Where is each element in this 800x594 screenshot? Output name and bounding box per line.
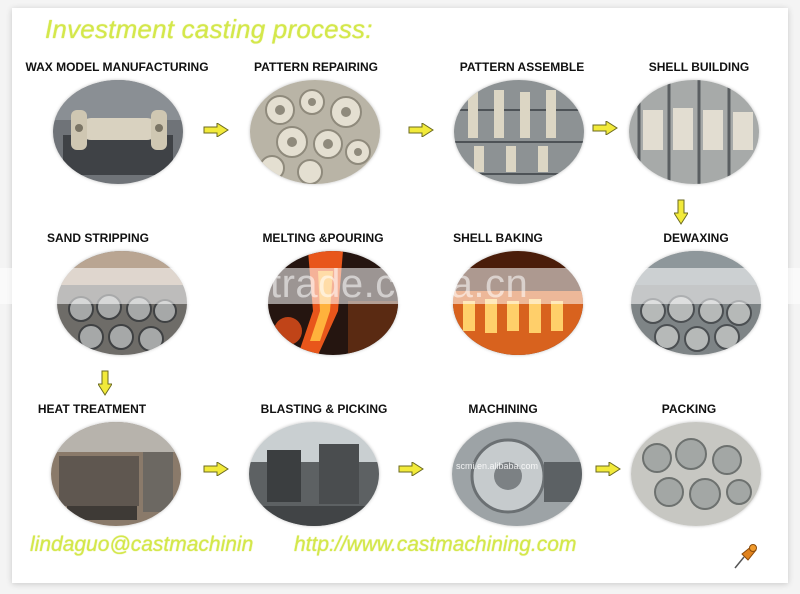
step-label-pattern-assemble: PATTERN ASSEMBLE <box>459 60 585 74</box>
arrow-right-icon <box>203 123 229 137</box>
photo-heat-treatment <box>51 422 181 526</box>
step-label-heat-treatment: HEAT TREATMENT <box>37 402 147 416</box>
step-label-sand-stripping: SAND STRIPPING <box>46 231 149 245</box>
step-label-melting-pouring: MELTING &POURING <box>262 231 384 245</box>
step-label-dewaxing: DEWAXING <box>663 231 729 245</box>
page-title: Investment casting process: <box>45 14 373 44</box>
photo-blasting-picking <box>249 422 379 526</box>
step-label-machining: MACHINING <box>468 402 538 416</box>
photo-packing <box>631 422 761 526</box>
arrow-right-icon <box>398 462 424 476</box>
photo-wax-model <box>53 80 183 184</box>
step-label-packing: PACKING <box>661 402 717 416</box>
arrow-right-icon <box>595 462 621 476</box>
arrow-right-icon <box>408 123 434 137</box>
watermark-band <box>0 268 800 304</box>
step-label-shell-baking: SHELL BAKING <box>453 231 543 245</box>
step-label-shell-building: SHELL BUILDING <box>648 60 750 74</box>
arrow-right-icon <box>592 121 618 135</box>
watermark-text: trade.china.cn <box>270 262 529 306</box>
step-label-pattern-repairing: PATTERN REPAIRING <box>253 60 378 74</box>
arrow-right-icon <box>203 462 229 476</box>
photo-pattern-repairing <box>250 80 380 184</box>
photo-shell-building <box>629 80 759 184</box>
photo-machining <box>452 422 582 526</box>
arrow-down-icon <box>98 370 112 396</box>
arrow-down-icon <box>674 199 688 225</box>
step-label-blasting-picking: BLASTING & PICKING <box>260 402 388 416</box>
image-source-mark: scmi.en.alibaba.com <box>456 461 539 471</box>
push-pin-icon <box>734 544 757 569</box>
contact-email: lindaguo@castmachinin <box>30 533 254 556</box>
contact-website: http://www.castmachining.com <box>294 533 577 556</box>
photo-pattern-assemble <box>454 80 584 184</box>
step-label-wax-model: WAX MODEL MANUFACTURING <box>25 60 209 74</box>
